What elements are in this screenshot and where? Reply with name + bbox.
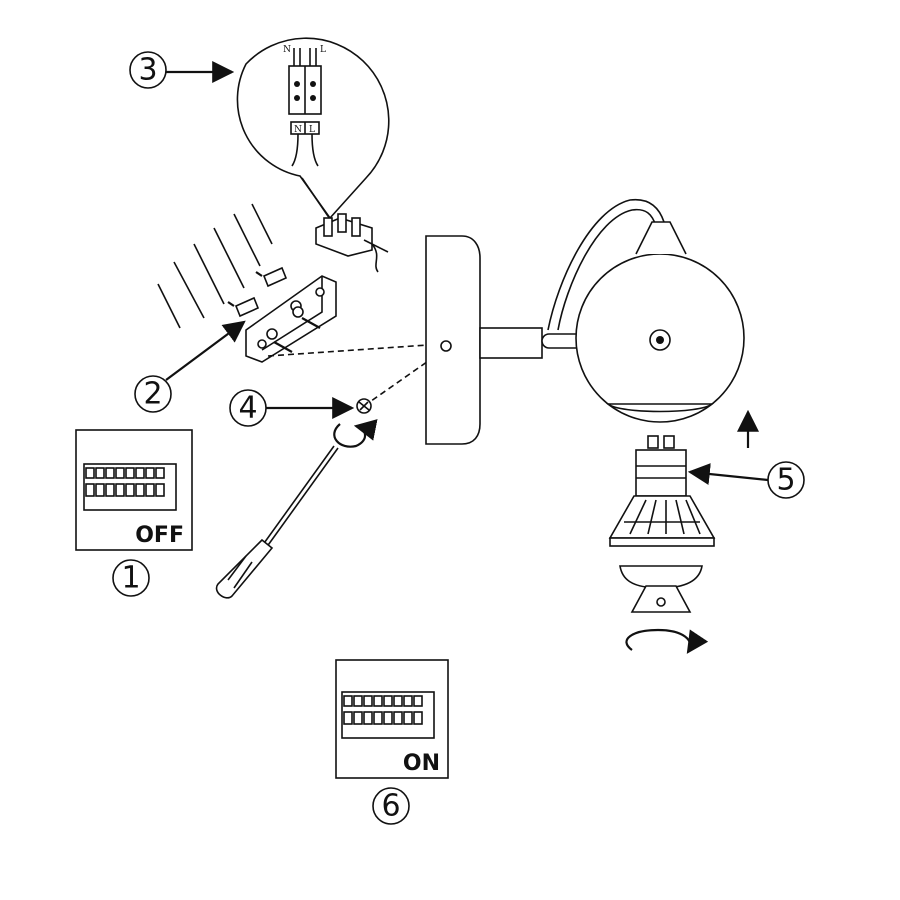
wall-plug-icons xyxy=(227,266,288,318)
step-1-callout: 1 xyxy=(112,559,150,597)
step-3-number: 3 xyxy=(138,53,157,88)
wall-lamp-icon xyxy=(575,221,745,423)
inset-label-top-n: N xyxy=(283,45,291,55)
alignment-line-upper xyxy=(267,343,443,357)
circuit-breaker-panel-on-icon: ON xyxy=(335,659,449,779)
rotation-arrow-holder-icon xyxy=(625,628,709,654)
step-4-callout: 4 xyxy=(229,389,355,427)
rotation-arrow-icon xyxy=(333,419,378,448)
step-6-number: 6 xyxy=(381,789,400,824)
lamp-cable xyxy=(547,198,665,331)
step-2-callout: 2 xyxy=(134,320,246,413)
wall-plate xyxy=(425,235,481,445)
switch-on-label: ON xyxy=(403,751,440,776)
step-5-number: 5 xyxy=(776,463,795,498)
screw-icon xyxy=(356,398,372,414)
inset-label-bottom-n: N xyxy=(294,125,302,135)
step-5-callout: 5 xyxy=(687,461,805,499)
circuit-breaker-panel-off-icon: OFF xyxy=(75,429,193,551)
step-6-callout: 6 xyxy=(372,787,410,825)
step-4-number: 4 xyxy=(238,391,257,426)
screwdriver-icon xyxy=(215,445,339,599)
wall-mounting-bracket-icon xyxy=(245,275,337,363)
wall-hatching xyxy=(157,203,273,329)
terminal-block-icon xyxy=(315,213,389,273)
inset-label-top-l: L xyxy=(320,45,326,55)
bulb-holder-icon xyxy=(619,565,703,613)
inset-label-bottom-l: L xyxy=(309,125,315,135)
switch-off-label: OFF xyxy=(135,523,184,548)
step-3-callout: 3 xyxy=(129,51,235,89)
gu10-bulb-icon xyxy=(608,435,716,547)
step-2-number: 2 xyxy=(143,377,162,412)
step-1-number: 1 xyxy=(121,561,140,596)
terminal-inset: N L N L xyxy=(236,37,390,223)
